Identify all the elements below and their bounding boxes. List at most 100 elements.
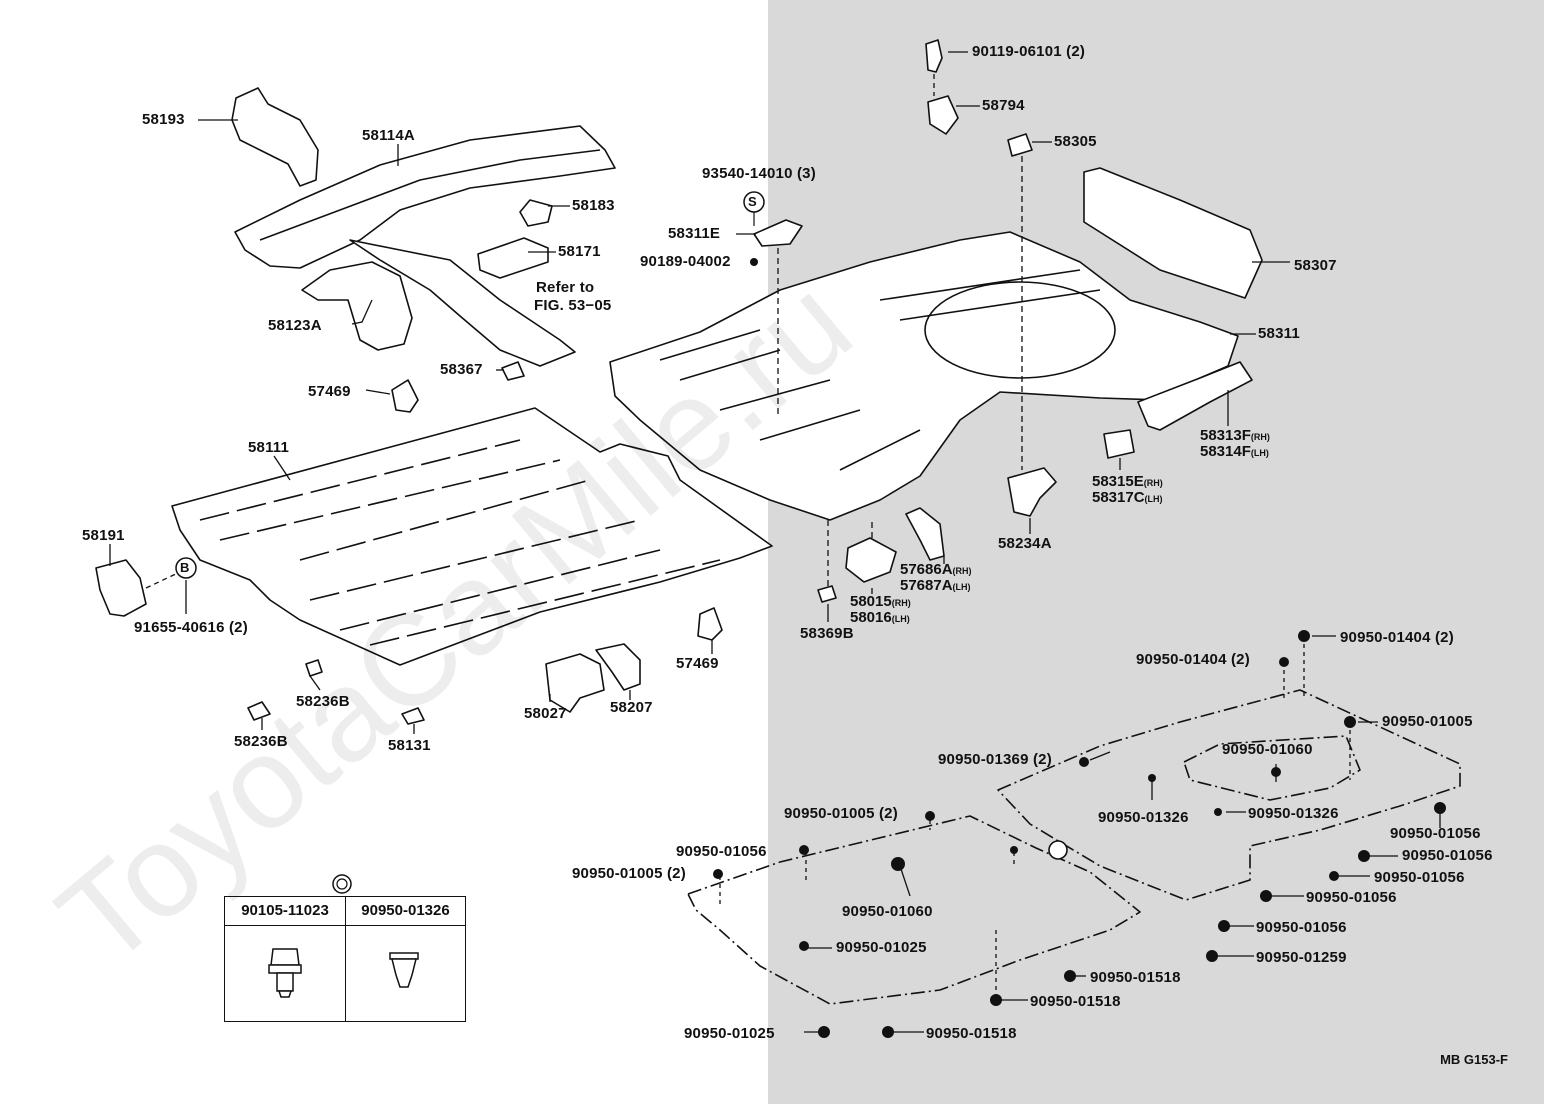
grommet-22: [818, 1026, 830, 1038]
bracket-58131: [401, 707, 425, 725]
label-g01518-a: 90950-01518: [1090, 969, 1181, 986]
label-58131: 58131: [388, 737, 431, 754]
label-g01326-b: 90950-01326: [1248, 805, 1339, 822]
legend-col2-title: 90950-01326: [346, 897, 465, 926]
bracket-58794: [927, 95, 959, 135]
refer-note-line2: FIG. 53−05: [534, 297, 612, 314]
bracket-57469a: [391, 379, 419, 413]
bracket-58191: [95, 559, 147, 617]
label-58794: 58794: [982, 97, 1025, 114]
label-58311: 58311: [1258, 325, 1300, 342]
label-57469-b: 57469: [676, 655, 719, 672]
grommet-9: [1358, 850, 1370, 862]
label-g01056-b: 90950-01056: [1402, 847, 1493, 864]
label-58367: 58367: [440, 361, 483, 378]
label-g01259: 90950-01259: [1256, 949, 1347, 966]
grommet-6: [1148, 774, 1156, 782]
rear-rail-58313F: [1137, 361, 1253, 431]
grommet-10: [1329, 871, 1339, 881]
label-58027: 58027: [524, 705, 567, 722]
rear-silencer-outline: [997, 689, 1461, 901]
bracket-58305: [1007, 133, 1033, 157]
label-g01025-a: 90950-01025: [836, 939, 927, 956]
label-g01518-b: 90950-01518: [1030, 993, 1121, 1010]
front-silencer-outline: [687, 815, 1141, 1005]
grommet-3: [1344, 716, 1356, 728]
grommet-19: [1064, 970, 1076, 982]
label-58313F: 58313F(RH): [1200, 427, 1270, 444]
label-58191: 58191: [82, 527, 125, 544]
grommet-15: [799, 845, 809, 855]
label-93540: 93540-14010 (3): [702, 165, 816, 182]
grommet-23: [1010, 846, 1018, 854]
grommet-2: [1279, 657, 1289, 667]
callout-b: B: [180, 560, 190, 575]
front-crossmember: [234, 125, 616, 269]
bracket-58123A: [301, 261, 413, 351]
figure-code: MB G153-F: [1440, 1052, 1508, 1067]
bolt-icon: [268, 948, 302, 998]
label-58015: 58015(RH): [850, 593, 911, 610]
spare-tire-well: [924, 281, 1116, 379]
label-g01060-a: 90950-01060: [1222, 741, 1313, 758]
label-58111: 58111: [248, 439, 290, 456]
grommet-icon: [389, 952, 419, 988]
bracket-58369B: [817, 585, 837, 603]
label-58236B-a: 58236B: [296, 693, 350, 710]
label-58305: 58305: [1054, 133, 1097, 150]
legend-column-1: 90105-11023: [225, 897, 346, 1021]
bracket-58207: [595, 643, 641, 691]
label-g01005-b: 90950-01005 (2): [784, 805, 898, 822]
label-58171: 58171: [558, 243, 601, 260]
bracket-58234A: [1007, 467, 1057, 517]
scan-shade-panel: [768, 0, 1544, 1104]
rear-panel-58307: [1083, 167, 1263, 299]
label-58207: 58207: [610, 699, 653, 716]
grommet-16: [713, 869, 723, 879]
label-g01056-a: 90950-01056: [1390, 825, 1481, 842]
grommet-14: [925, 811, 935, 821]
label-58183: 58183: [572, 197, 615, 214]
grommet-18: [799, 941, 809, 951]
bracket-58315E: [1103, 429, 1135, 459]
label-58234A: 58234A: [998, 535, 1052, 552]
label-g01056-d: 90950-01056: [1306, 889, 1397, 906]
callout-s: S: [748, 194, 757, 209]
label-g01056-e: 90950-01056: [1256, 919, 1347, 936]
bracket-58367: [501, 361, 525, 381]
grommet-1: [1298, 630, 1310, 642]
label-58314F: 58314F(LH): [1200, 443, 1269, 460]
grommet-11: [1260, 890, 1272, 902]
label-g01518-c: 90950-01518: [926, 1025, 1017, 1042]
grommet-20: [990, 994, 1002, 1006]
front-floor-pan: [171, 407, 773, 666]
bolt-90119: [925, 39, 943, 73]
label-g01326-a: 90950-01326: [1098, 809, 1189, 826]
label-g01369: 90950-01369 (2): [938, 751, 1052, 768]
label-58317C: 58317C(LH): [1092, 489, 1163, 506]
grommet-17: [891, 857, 905, 871]
grommet-5: [1271, 767, 1281, 777]
legend-marker-inner: [336, 878, 348, 890]
label-g01404-a: 90950-01404 (2): [1340, 629, 1454, 646]
bracket-57686A: [905, 507, 945, 561]
label-g01404-b: 90950-01404 (2): [1136, 651, 1250, 668]
label-91655: 91655-40616 (2): [134, 619, 248, 636]
label-g01025-b: 90950-01025: [684, 1025, 775, 1042]
plate-58171: [477, 237, 549, 279]
legend-column-2: 90950-01326: [346, 897, 465, 1021]
plate-58311E: [753, 219, 803, 247]
label-58123A: 58123A: [268, 317, 322, 334]
label-90119: 90119-06101 (2): [972, 43, 1086, 60]
label-57686A: 57686A(RH): [900, 561, 972, 578]
refer-note-line1: Refer to: [536, 279, 595, 296]
label-g01056-f: 90950-01056: [676, 843, 767, 860]
grommet-4: [1079, 757, 1089, 767]
large-grommet-ring: [1048, 840, 1068, 860]
label-57687A: 57687A(LH): [900, 577, 971, 594]
label-90189: 90189-04002: [640, 253, 731, 270]
bracket-58183: [519, 199, 553, 227]
grommet-12: [1218, 920, 1230, 932]
